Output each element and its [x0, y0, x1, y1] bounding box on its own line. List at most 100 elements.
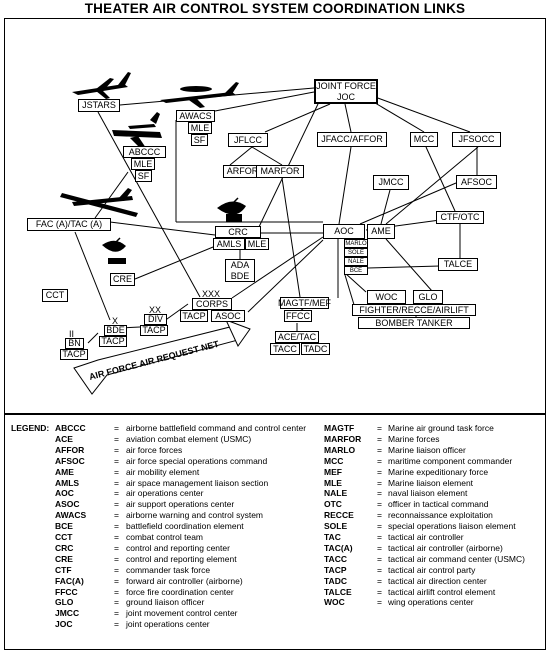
link-joc-jflcc [264, 103, 331, 133]
node-jfacc-affor: JFACC/AFFOR [317, 132, 387, 147]
legend-definition: air operations center [126, 488, 204, 499]
legend-abbr: ACE [55, 433, 73, 444]
legend-entry: TAC(A)=tactical air controller (airborne… [324, 543, 544, 554]
node-fac-tac: FAC (A)/TAC (A) [27, 218, 111, 231]
legend-abbr: NALE [324, 488, 348, 499]
legend-equals: = [377, 586, 382, 597]
link-jstars-corps [97, 111, 201, 298]
node-tacp-bn: TACP [60, 349, 88, 360]
node-tacp-corps: TACP [180, 310, 208, 322]
node-awacs: AWACS [176, 110, 215, 122]
legend-equals: = [377, 553, 382, 564]
legend-definition: forward air controller (airborne) [126, 575, 243, 586]
node-cct: CCT [42, 289, 68, 302]
legend-definition: officer in tactical command [388, 499, 489, 510]
legend-abbr: AME [55, 466, 74, 477]
link-ame-glo [385, 238, 433, 292]
legend-definition: Marine expeditionary force [388, 466, 489, 477]
legend-abbr: TAC [324, 532, 341, 542]
legend-definition: combat control team [126, 532, 204, 542]
legend-definition: reconnaissance exploitation [388, 510, 493, 521]
legend-definition: Marine liaison officer [388, 444, 466, 455]
node-div: DIV [144, 314, 167, 325]
node-jmcc: JMCC [373, 175, 409, 190]
legend-equals: = [377, 488, 382, 499]
legend-abbr: WOC [324, 597, 345, 608]
node-ffcc: FFCC [284, 310, 312, 322]
legend-definition: maritime component commander [388, 455, 513, 466]
node-nale: NALE [344, 257, 368, 266]
legend-equals: = [377, 575, 382, 586]
link-marfor-magtf [281, 177, 301, 298]
legend-entry: AFFOR=air force forces [55, 445, 275, 456]
legend-equals: = [114, 510, 119, 521]
legend-equals: = [114, 433, 119, 444]
legend-definition: air force special operations command [126, 455, 268, 466]
link-aoc-asoc [247, 239, 324, 313]
awacs-aircraft-icon [160, 82, 239, 108]
legend-equals: = [114, 423, 119, 433]
legend-entry: CTF=commander task force [55, 565, 275, 576]
legend-abbr: AOC [55, 488, 74, 499]
legend-equals: = [114, 586, 119, 597]
link-crc-fac [109, 221, 216, 236]
link-aoc-woc [344, 272, 367, 293]
legend-equals: = [114, 488, 119, 499]
link-jfsocc-ame [385, 146, 479, 225]
legend-abbr: AWACS [55, 510, 87, 521]
node-joint-force-label: JOINT FORCE [316, 80, 376, 91]
node-ada-bde-label: BDE [230, 270, 250, 281]
legend-equals: = [377, 521, 382, 532]
node-joint-force-joc: JOINT FORCE JOC [314, 79, 378, 104]
legend-abbr: CTF [55, 564, 72, 575]
legend-definition: tactical air controller [388, 532, 464, 542]
node-ame: AME [367, 224, 395, 239]
legend-entry: AME=air mobility element [55, 467, 275, 478]
node-sf-awacs: SF [191, 134, 208, 146]
legend-definition: air force forces [126, 444, 183, 455]
legend-entry: MCC=maritime component commander [324, 456, 544, 467]
legend-abbr: CRC [55, 542, 74, 553]
diagram-frame [4, 18, 546, 414]
legend-equals: = [377, 444, 382, 455]
radar-crc-icon [217, 197, 246, 222]
node-sf-abccc: SF [135, 170, 152, 182]
node-ace-tac: ACE/TAC [275, 331, 319, 343]
legend-definition: tactical air direction center [388, 575, 487, 586]
node-tacp-bde: TACP [99, 336, 127, 347]
link-bce-talce [367, 265, 441, 269]
legend-entry: MLE=Marine liaison element [324, 478, 544, 489]
legend-entry: ASOC=air support operations center [55, 499, 275, 510]
legend-entry: ABCCC=airborne battlefield command and c… [55, 423, 306, 434]
link-jfacc-aoc [338, 146, 352, 225]
legend-definition: air mobility element [126, 466, 200, 477]
node-ada-label: ADA [230, 259, 250, 270]
legend-equals: = [377, 466, 382, 477]
legend-equals: = [377, 597, 382, 608]
link-jflcc-marfor [251, 146, 283, 166]
legend-entry: JOC=joint operations center [55, 619, 275, 630]
legend-definition: airborne battlefield command and control… [126, 423, 307, 433]
legend-equals: = [114, 542, 119, 553]
legend-definition: battlefield coordination element [126, 521, 244, 532]
legend-equals: = [114, 608, 119, 619]
legend-entry: AWACS=airborne warning and control syste… [55, 510, 275, 521]
node-woc: WOC [367, 290, 406, 304]
legend-abbr: TALCE [324, 586, 352, 597]
legend-equals: = [114, 477, 119, 488]
legend-entry: FAC(A)=forward air controller (airborne) [55, 576, 275, 587]
legend-entry: GLO=ground liaison officer [55, 597, 275, 608]
legend-entry: FFCC=force fire coordination center [55, 587, 275, 598]
legend-abbr: MEF [324, 466, 342, 477]
node-ctf-otc: CTF/OTC [436, 211, 484, 224]
legend-definition: tactical air controller (airborne) [388, 542, 503, 553]
legend-equals: = [114, 575, 119, 586]
link-crc-cre [134, 244, 219, 280]
echelon-ii: II [69, 329, 75, 339]
radar-cre-icon [102, 237, 126, 264]
legend-entry: NALE=naval liaison element [324, 488, 544, 499]
legend-definition: wing operations center [388, 597, 474, 608]
node-tacp-div: TACP [140, 325, 168, 336]
legend-equals: = [114, 619, 119, 630]
legend-abbr: JOC [55, 619, 73, 630]
